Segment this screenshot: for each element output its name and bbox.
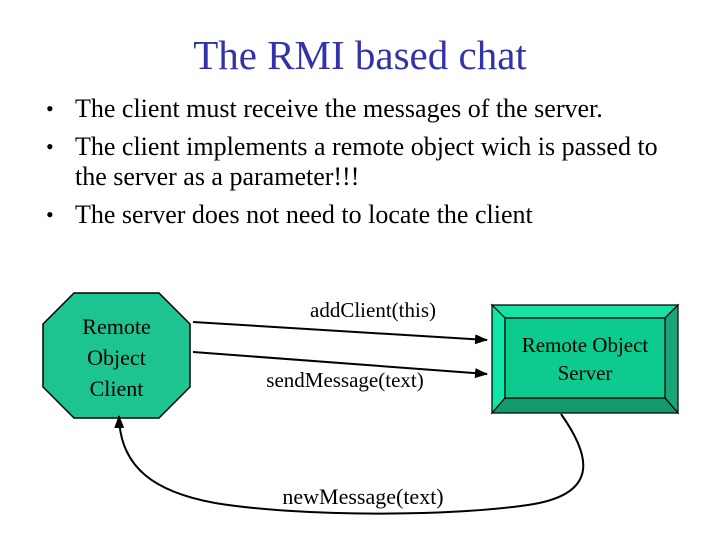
server-node-label-line: Server	[557, 361, 613, 385]
client-node-label-line: Object	[87, 345, 146, 370]
client-node-label: Remote Object Client	[43, 311, 190, 404]
bullet-text: The client implements a remote object wi…	[75, 132, 658, 191]
client-node-label-line: Client	[89, 376, 144, 401]
server-box-face	[504, 317, 666, 399]
new-message-arrow	[114, 413, 585, 515]
client-octagon-shape	[42, 292, 191, 419]
server-box-bevel-right	[664, 303, 679, 415]
bullet-list: • The client must receive the messages o…	[42, 94, 678, 238]
server-node-label: Remote Object Server	[505, 331, 665, 387]
bullet-item: • The server does not need to locate the…	[42, 200, 678, 230]
server-node-label-line: Remote Object	[521, 333, 649, 357]
server-box-bevel-top	[490, 304, 680, 319]
bullet-text: The client must receive the messages of …	[75, 94, 603, 123]
bullet-dot-icon: •	[46, 202, 54, 227]
new-message-call-label: newMessage(text)	[282, 484, 444, 509]
bullet-text: The server does not need to locate the c…	[75, 200, 533, 229]
bullet-dot-icon: •	[46, 134, 54, 159]
server-box-bevel-left	[491, 303, 506, 415]
send-message-call-label: sendMessage(text)	[266, 368, 424, 392]
server-box-bevel-bottom	[490, 397, 680, 414]
bullet-item: • The client must receive the messages o…	[42, 94, 678, 124]
send-message-arrow	[192, 351, 488, 379]
client-node-label-line: Remote	[82, 314, 151, 339]
slide-title: The RMI based chat	[193, 32, 527, 78]
bullet-dot-icon: •	[46, 96, 54, 121]
add-client-call-label: addClient(this)	[310, 298, 436, 322]
bullet-item: • The client implements a remote object …	[42, 132, 678, 192]
add-client-arrow	[192, 321, 488, 345]
